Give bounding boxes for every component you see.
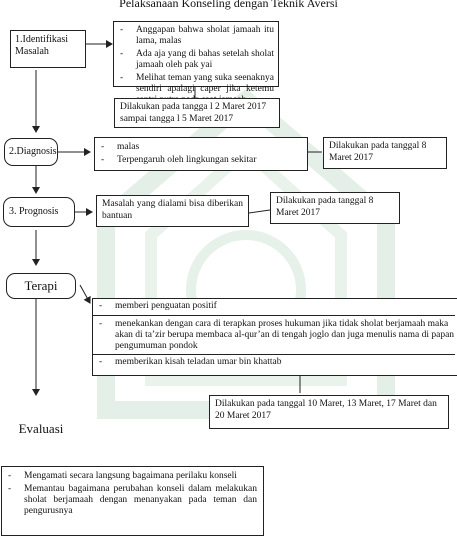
terapi-date-note: Dilakukan pada tanggal 10 Maret, 13 Mare… [209, 395, 449, 429]
diagnosis-items-box: malas Terpengaruh oleh lingkungan sekita… [94, 137, 308, 171]
evaluasi-items-box: Mengamati secara langsung bagaimana peri… [1, 466, 264, 536]
prognosis-text-box: Masalah yang dialami bisa diberikan bant… [96, 195, 249, 227]
diagnosis-date-note: Dilakukan pada tanggal 8 Maret 2017 [323, 137, 447, 169]
list-item: Terpengaruh oleh lingkungan sekitar [95, 155, 303, 166]
list-item: Memantau bagaimana perubahan konseli dal… [2, 484, 257, 517]
list-item: Anggapan bahwa sholat jamaah itu lama, m… [114, 25, 274, 47]
list-item: menekankan dengan cara di terapkan prose… [93, 319, 455, 355]
prognosis-date-note: Dilakukan pada tanggal 8 Maret 2017 [270, 192, 400, 224]
node-identifikasi: 1.Identifikasi Masalah [10, 30, 86, 68]
node-diagnosis: 2.Diagnosis [4, 138, 58, 166]
terapi-items-box: memberi penguatan positif menekankan den… [92, 298, 457, 376]
identifikasi-items-box: Anggapan bahwa sholat jamaah itu lama, m… [113, 21, 279, 105]
node-evaluasi: Evaluasi [18, 421, 64, 436]
list-item: Mengamati secara langsung bagaimana peri… [2, 471, 257, 482]
identifikasi-list: Anggapan bahwa sholat jamaah itu lama, m… [114, 25, 274, 106]
node-prognosis: 3. Prognosis [3, 197, 75, 227]
list-item: Ada aja yang di bahas setelah sholat jam… [114, 49, 274, 71]
node-identifikasi-label: 1.Identifikasi Masalah [15, 34, 69, 57]
list-item: memberikan kisah teladan umar bin khatta… [93, 357, 455, 368]
evaluasi-list: Mengamati secara langsung bagaimana peri… [2, 471, 257, 517]
list-item: memberi penguatan positif [93, 301, 455, 316]
terapi-list: memberi penguatan positif menekankan den… [93, 301, 455, 368]
link-prognosis-date [248, 209, 271, 214]
list-item: malas [95, 142, 303, 153]
diagram-title: Pelaksanaan Konseling dengan Teknik Aver… [119, 0, 338, 10]
node-terapi: Terapi [6, 273, 76, 299]
identifikasi-date-note: Dilakukan pada tangga l 2 Maret 2017 sam… [114, 98, 280, 128]
arrow-to-terapi-items [79, 284, 91, 304]
diagnosis-list: malas Terpengaruh oleh lingkungan sekita… [95, 142, 303, 166]
